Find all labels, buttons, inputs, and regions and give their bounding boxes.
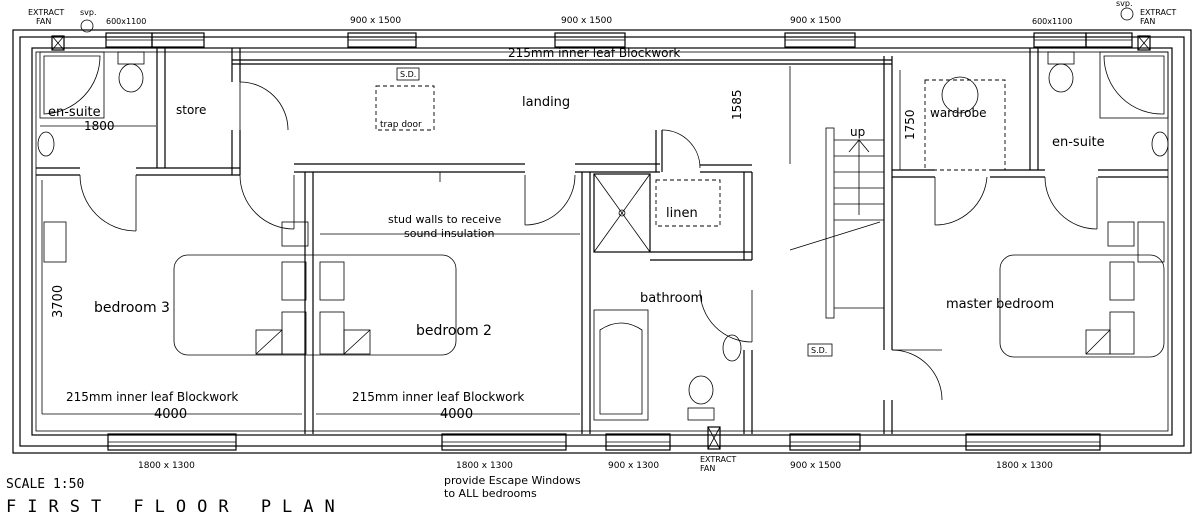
extract-fan-symbols: [51, 7, 1151, 450]
window-top-3-label: 900 x 1500: [561, 16, 612, 26]
dimension-lines: [40, 66, 901, 415]
room-label-en-suite-right: en-suite: [1052, 135, 1105, 150]
staircase: [789, 127, 884, 319]
inner-leaf-bed2-label: 215mm inner leaf Blockwork: [352, 390, 524, 404]
room-label-linen: linen: [666, 206, 698, 221]
bedroom-furniture: [43, 221, 1165, 358]
extract-fan-left-line2: FAN: [36, 17, 51, 26]
extract-fan-bottom-line1: EXTRACT: [700, 455, 736, 464]
svp-left-label: svp.: [80, 8, 97, 17]
dim-landing-depth: 1585: [730, 89, 744, 120]
sanitary-fixtures: [37, 51, 1169, 421]
window-bottom-3-label: 900 x 1300: [608, 461, 659, 471]
extract-fan-right-line1: EXTRACT: [1140, 8, 1176, 17]
external-walls: [12, 29, 1192, 454]
plan-title: FIRST FLOOR PLAN: [6, 497, 346, 517]
extract-fan-right-line2: FAN: [1140, 17, 1155, 26]
room-label-bedroom-3: bedroom 3: [94, 300, 170, 316]
inner-leaf-top-label: 215mm inner leaf Blockwork: [508, 46, 680, 60]
window-bottom-1-label: 1800 x 1300: [138, 461, 195, 471]
extract-fan-left-line1: EXTRACT: [28, 8, 64, 17]
door-swings: [79, 81, 1098, 401]
smoke-detector-bottom-label: S.D.: [811, 346, 827, 355]
dim-bedroom-depth: 3700: [51, 285, 66, 318]
escape-note-line1: provide Escape Windows: [444, 474, 581, 487]
room-label-wardrobe: wardrobe: [930, 106, 987, 120]
internal-walls: [36, 48, 1168, 434]
bottom-windows: [107, 433, 1101, 451]
smoke-detector-top-label: S.D.: [400, 70, 416, 79]
window-bottom-4-label: 900 x 1500: [790, 461, 841, 471]
extract-fan-bottom-line2: FAN: [700, 464, 715, 473]
dim-bed3-width: 4000: [154, 407, 187, 422]
top-windows: [105, 32, 1133, 48]
stair-up-label: up: [850, 125, 865, 139]
room-label-bedroom-2: bedroom 2: [416, 323, 492, 339]
inner-leaf-bed3-label: 215mm inner leaf Blockwork: [66, 390, 238, 404]
room-label-master-bedroom: master bedroom: [946, 297, 1054, 312]
trap-door-label: trap door: [380, 120, 422, 130]
dim-en-suite-width: 1800: [84, 119, 115, 133]
window-top-2-label: 900 x 1500: [350, 16, 401, 26]
window-top-4-label: 900 x 1500: [790, 16, 841, 26]
svp-right-label: svp.: [1116, 0, 1133, 8]
window-bottom-5-label: 1800 x 1300: [996, 461, 1053, 471]
room-label-en-suite-left: en-suite: [48, 105, 101, 120]
window-bottom-2-label: 1800 x 1300: [456, 461, 513, 471]
window-top-1-label: 600x1100: [106, 17, 146, 26]
stud-walls-line2: sound insulation: [404, 227, 495, 240]
room-label-store: store: [176, 103, 206, 117]
window-top-5-label: 600x1100: [1032, 17, 1072, 26]
scale-label: SCALE 1:50: [6, 477, 84, 492]
dim-bed2-width: 4000: [440, 407, 473, 422]
escape-note-line2: to ALL bedrooms: [444, 487, 537, 500]
dim-wardrobe-depth: 1750: [903, 109, 917, 140]
room-label-bathroom: bathroom: [640, 291, 703, 306]
room-label-landing: landing: [522, 95, 570, 110]
stud-walls-line1: stud walls to receive: [388, 213, 502, 226]
